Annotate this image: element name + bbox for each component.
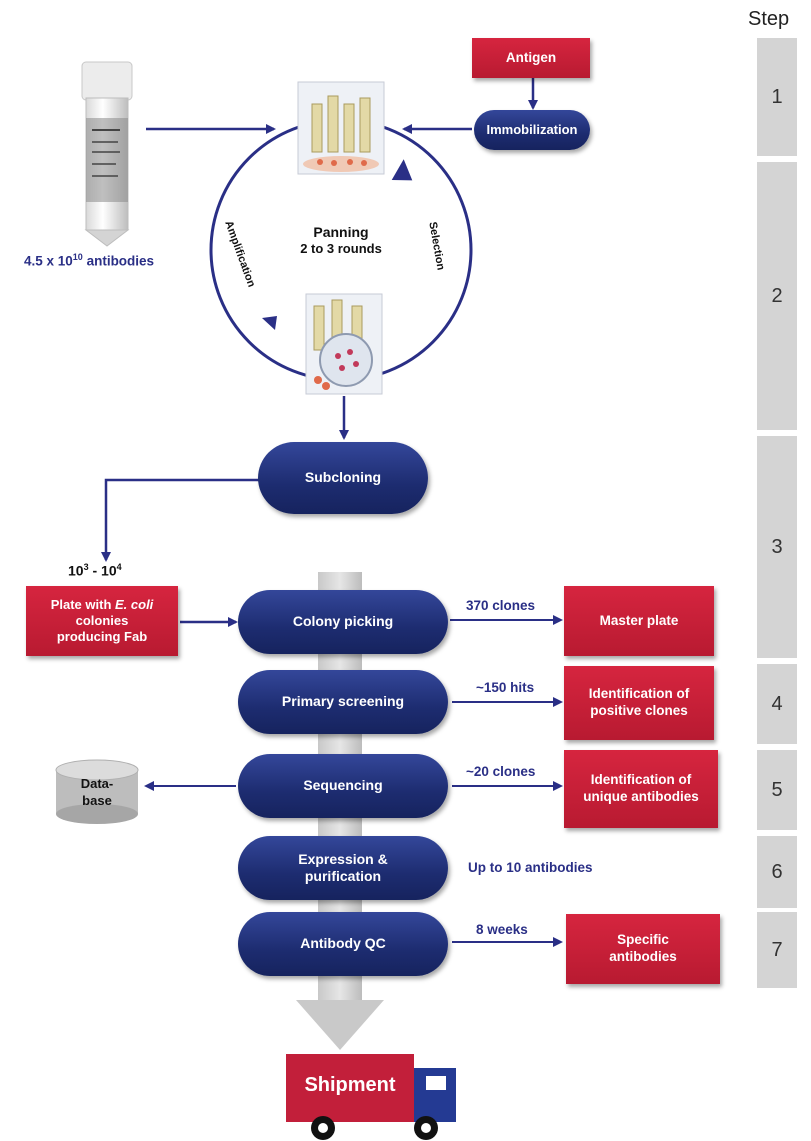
expression-purification-node: Expression & purification — [238, 836, 448, 900]
library-size-suffix: antibodies — [82, 253, 155, 269]
subcloning-node: Subcloning — [258, 442, 428, 514]
annotation-clones-20: ~20 clones — [466, 764, 536, 779]
colony-count-separator: - — [88, 562, 102, 579]
antigen-box: Antigen — [472, 38, 590, 78]
primary-screening-node: Primary screening — [238, 670, 448, 734]
step-7: 7 — [757, 912, 797, 988]
step-5: 5 — [757, 750, 797, 830]
database-label-line-2: base — [82, 792, 112, 808]
panning-title: Panning — [313, 224, 369, 240]
library-size-exponent: 10 — [72, 252, 83, 262]
main-flow-arrow-head — [296, 1000, 384, 1050]
colony-count-label: 103 - 104 — [68, 562, 122, 579]
panning-amplification-image — [305, 293, 383, 395]
colony-count-low-exp: 3 — [83, 562, 89, 572]
sequencing-node: Sequencing — [238, 754, 448, 818]
annotation-hits-150: ~150 hits — [476, 680, 535, 695]
database-label: Data- base — [60, 776, 134, 810]
plate-line-3: producing Fab — [56, 629, 148, 645]
antibody-vial-image — [81, 61, 133, 247]
step-3: 3 — [757, 436, 797, 658]
colony-picking-node: Colony picking — [238, 590, 448, 654]
colony-count-high-exp: 4 — [116, 562, 122, 572]
colony-count-low-base: 10 — [68, 562, 84, 579]
shipment-truck-icon — [286, 1054, 456, 1140]
step-4: 4 — [757, 664, 797, 744]
plate-line-1-organism: E. coli — [115, 596, 154, 612]
library-size-label: 4.5 x 1010 antibodies — [24, 252, 154, 269]
plate-line-1: Plate with E. coli — [51, 597, 154, 613]
colony-count-high-base: 10 — [101, 562, 117, 579]
step-header: Step — [748, 8, 790, 30]
panning-selection-image — [297, 81, 385, 175]
annotation-clones-370: 370 clones — [466, 598, 536, 613]
shipment-label: Shipment — [304, 1074, 396, 1096]
plate-line-2: colonies — [75, 612, 129, 628]
master-plate-box: Master plate — [564, 586, 714, 656]
step-6: 6 — [757, 836, 797, 908]
unique-antibodies-box: Identification of unique antibodies — [564, 750, 718, 828]
specific-antibodies-box: Specific antibodies — [566, 914, 720, 984]
panning-rounds: 2 to 3 rounds — [300, 241, 382, 257]
immobilization-node: Immobilization — [474, 110, 590, 150]
step-2: 2 — [757, 162, 797, 430]
library-size-base: 4.5 x 10 — [24, 253, 73, 269]
database-label-line-1: Data- — [80, 776, 114, 791]
positive-clones-box: Identification of positive clones — [564, 666, 714, 740]
database-icon — [55, 759, 139, 824]
plate-line-1-prefix: Plate with — [50, 596, 115, 612]
annotation-up-to-10: Up to 10 antibodies — [468, 860, 593, 875]
panning-label: Panning 2 to 3 rounds — [276, 223, 406, 258]
step-1: 1 — [757, 38, 797, 156]
antibody-qc-node: Antibody QC — [238, 912, 448, 976]
plate-box: Plate with E. coli colonies producing Fa… — [26, 586, 178, 656]
annotation-8-weeks: 8 weeks — [476, 922, 528, 937]
